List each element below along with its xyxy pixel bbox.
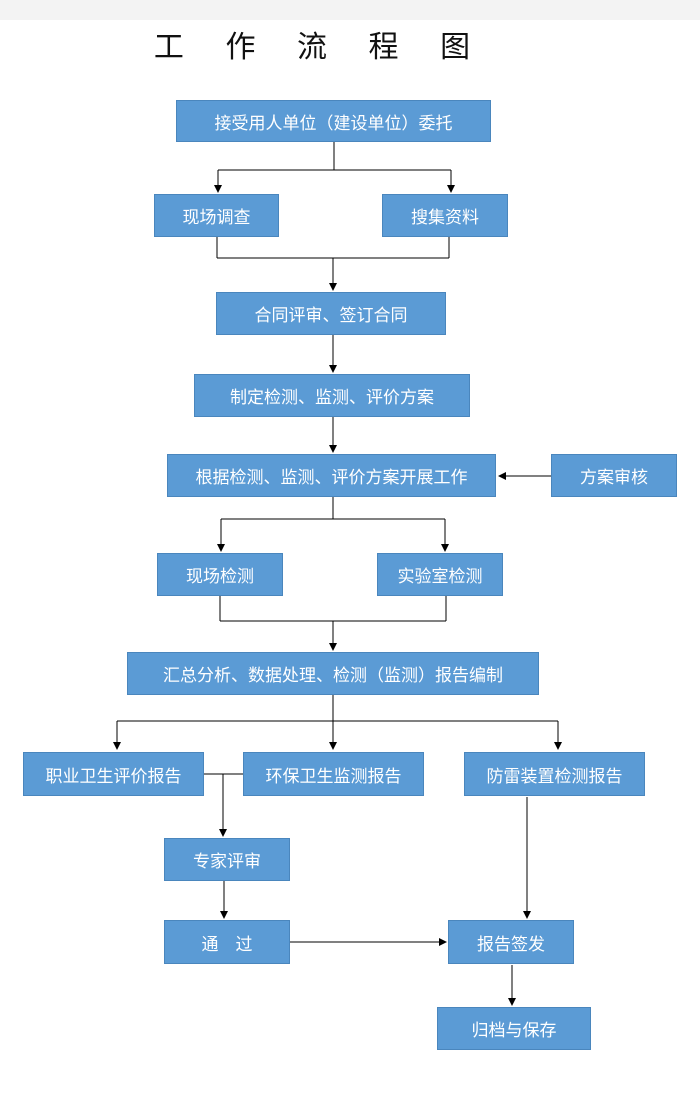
node-pass: 通 过 bbox=[164, 920, 290, 964]
top-band bbox=[0, 0, 700, 20]
node-report-sign: 报告签发 bbox=[448, 920, 574, 964]
node-entrust: 接受用人单位（建设单位）委托 bbox=[176, 100, 491, 142]
node-expert-review: 专家评审 bbox=[164, 838, 290, 881]
node-plan-review: 方案审核 bbox=[551, 454, 677, 497]
node-archive: 归档与保存 bbox=[437, 1007, 591, 1050]
node-collect-data: 搜集资料 bbox=[382, 194, 508, 237]
node-occupational-report: 职业卫生评价报告 bbox=[23, 752, 204, 796]
node-lightning-report: 防雷装置检测报告 bbox=[464, 752, 645, 796]
node-contract: 合同评审、签订合同 bbox=[216, 292, 446, 335]
page-title: 工 作 流 程 图 bbox=[153, 30, 487, 65]
node-environmental-report: 环保卫生监测报告 bbox=[243, 752, 424, 796]
node-execute: 根据检测、监测、评价方案开展工作 bbox=[167, 454, 496, 497]
node-site-survey: 现场调查 bbox=[154, 194, 279, 237]
node-summary: 汇总分析、数据处理、检测（监测）报告编制 bbox=[127, 652, 539, 695]
node-site-test: 现场检测 bbox=[157, 553, 283, 596]
node-lab-test: 实验室检测 bbox=[377, 553, 503, 596]
node-make-plan: 制定检测、监测、评价方案 bbox=[194, 374, 470, 417]
